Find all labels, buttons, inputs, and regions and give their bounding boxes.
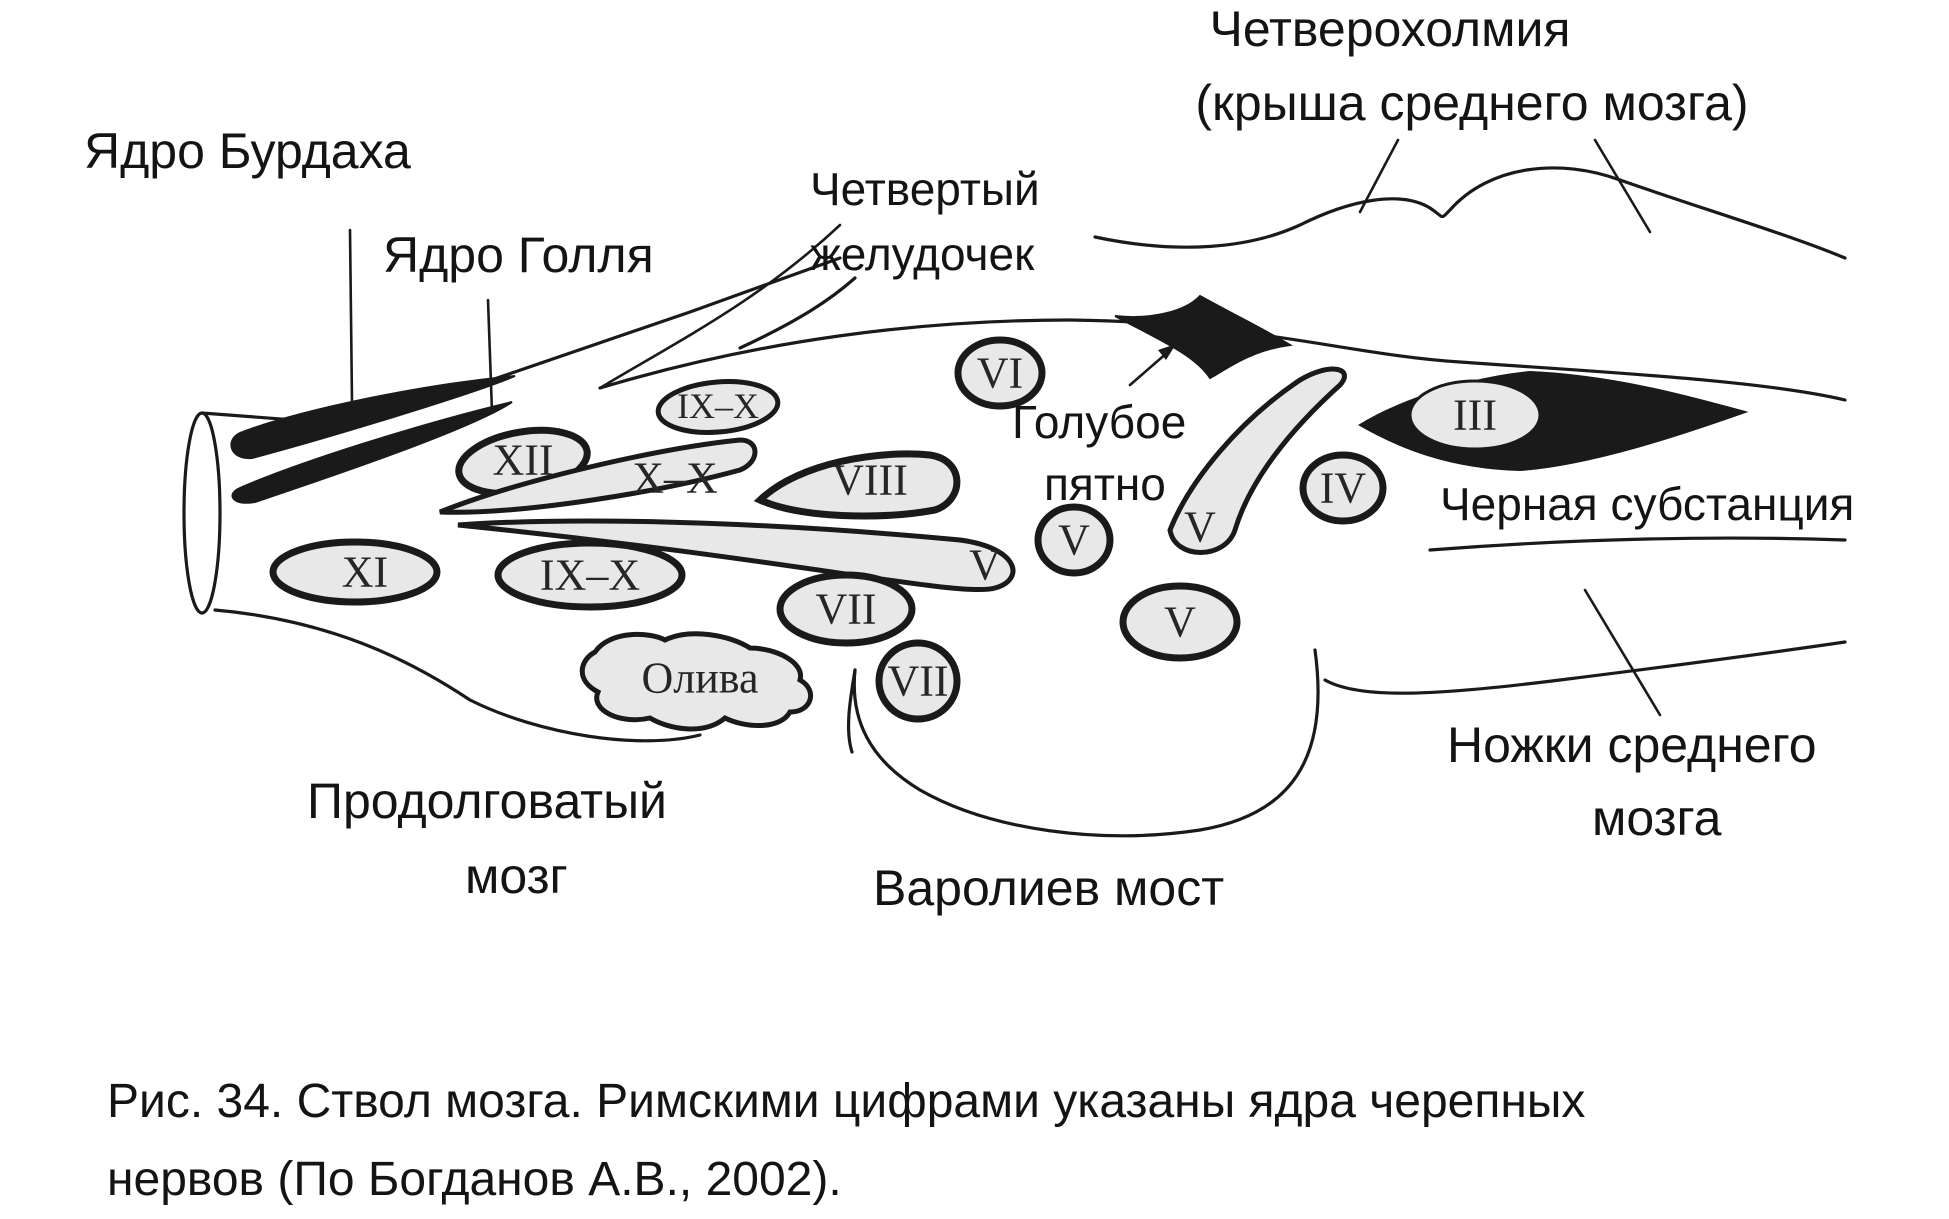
nucleus-iv: IV [1299, 451, 1387, 525]
tectum-contour [1093, 166, 1847, 260]
pons-contour [852, 648, 1320, 838]
quadrigemina-leader-left [1358, 138, 1400, 214]
nucleus-v-curved: V [1167, 366, 1347, 555]
nucleus-iii: III [1408, 379, 1542, 451]
label-quadrigemina-1: Четверохолмия [1210, 1, 1571, 57]
nucleus-iii-label: III [1453, 391, 1497, 440]
nucleus-viii: VIII [753, 450, 961, 520]
quadrigemina-leader-right [1593, 138, 1652, 234]
nucleus-v-curved-label: V [1184, 503, 1216, 552]
nucleus-vii-upper: VII [776, 571, 916, 647]
pons-junction [846, 668, 857, 754]
burdach-leader [348, 228, 354, 404]
nuclei: XII IX–X X–X VIII V VI V [269, 336, 1542, 732]
labels: Четверохолмия (крыша среднего мозга) Ядр… [84, 1, 1854, 916]
locus-coeruleus-arrowhead [1158, 344, 1176, 360]
nucleus-vii-lower: VII [875, 639, 961, 723]
nucleus-v-tract-label: V [969, 541, 1001, 590]
label-pons: Варолиев мост [873, 860, 1224, 916]
peduncle-contour [1323, 640, 1847, 695]
fourth-ventricle-leader [598, 223, 842, 390]
figure-caption: Рис. 34. Ствол мозга. Римскими цифрами у… [107, 1075, 1585, 1206]
nucleus-vi: VI [954, 336, 1046, 410]
olive-label: Олива [641, 654, 758, 703]
burdach-nucleus [230, 375, 516, 460]
label-fourth-ventricle-2: желудочек [810, 228, 1035, 280]
nucleus-iv-label: IV [1320, 464, 1367, 513]
nucleus-vi-label: VI [977, 349, 1023, 398]
nucleus-ix-x-top: IX–X [655, 379, 781, 435]
peduncle-inner-line [1428, 536, 1847, 552]
goll-nucleus [231, 401, 513, 504]
nucleus-ix-x-bottom-label: IX–X [540, 551, 640, 600]
label-locus-coeruleus-2: пятно [1044, 458, 1166, 510]
nucleus-v-lower: V [1119, 582, 1241, 662]
label-quadrigemina-2: (крыша среднего мозга) [1195, 75, 1748, 131]
label-locus-coeruleus-1: Голубое [1012, 396, 1186, 448]
locus-coeruleus-wedge [1114, 294, 1293, 380]
label-peduncles-1: Ножки среднего [1447, 717, 1817, 773]
caption-line-2: нервов (По Богданов А.В., 2002). [107, 1153, 842, 1206]
spinal-cut-ellipse [182, 411, 222, 615]
locus-coeruleus-arrow [1128, 350, 1170, 387]
nucleus-v-small: V [1034, 503, 1114, 577]
nucleus-vii-lower-label: VII [887, 657, 948, 706]
label-goll: Ядро Голля [383, 227, 654, 283]
medulla-lower-contour [213, 608, 702, 743]
label-substantia-nigra: Черная субстанция [1440, 478, 1854, 530]
peduncle-leader [1583, 588, 1662, 717]
label-medulla-2: мозг [465, 848, 568, 904]
nucleus-v-tract: V [457, 518, 1016, 593]
nucleus-ix-x-top-label: IX–X [677, 386, 759, 426]
nucleus-viii-label: VIII [832, 456, 908, 505]
nucleus-x-x-label: X–X [632, 454, 718, 503]
ventricle-roof [738, 276, 857, 350]
label-peduncles-2: мозга [1592, 790, 1722, 846]
label-burdach: Ядро Бурдаха [84, 123, 411, 179]
nucleus-v-lower-label: V [1164, 598, 1196, 647]
nucleus-x-x: X–X [439, 437, 758, 515]
nucleus-xi: XI [269, 538, 441, 606]
nucleus-ix-x-bottom: IX–X [494, 539, 686, 611]
nucleus-xi-label: XI [342, 548, 388, 597]
goll-leader [486, 298, 494, 414]
label-fourth-ventricle-1: Четвертый [810, 163, 1040, 215]
nucleus-v-small-label: V [1058, 516, 1090, 565]
caption-line-1: Рис. 34. Ствол мозга. Римскими цифрами у… [107, 1075, 1585, 1128]
label-medulla-1: Продолговатый [307, 773, 667, 829]
olive: Олива [579, 631, 813, 732]
leader-lines [348, 138, 1662, 717]
nucleus-vii-upper-label: VII [815, 585, 876, 634]
